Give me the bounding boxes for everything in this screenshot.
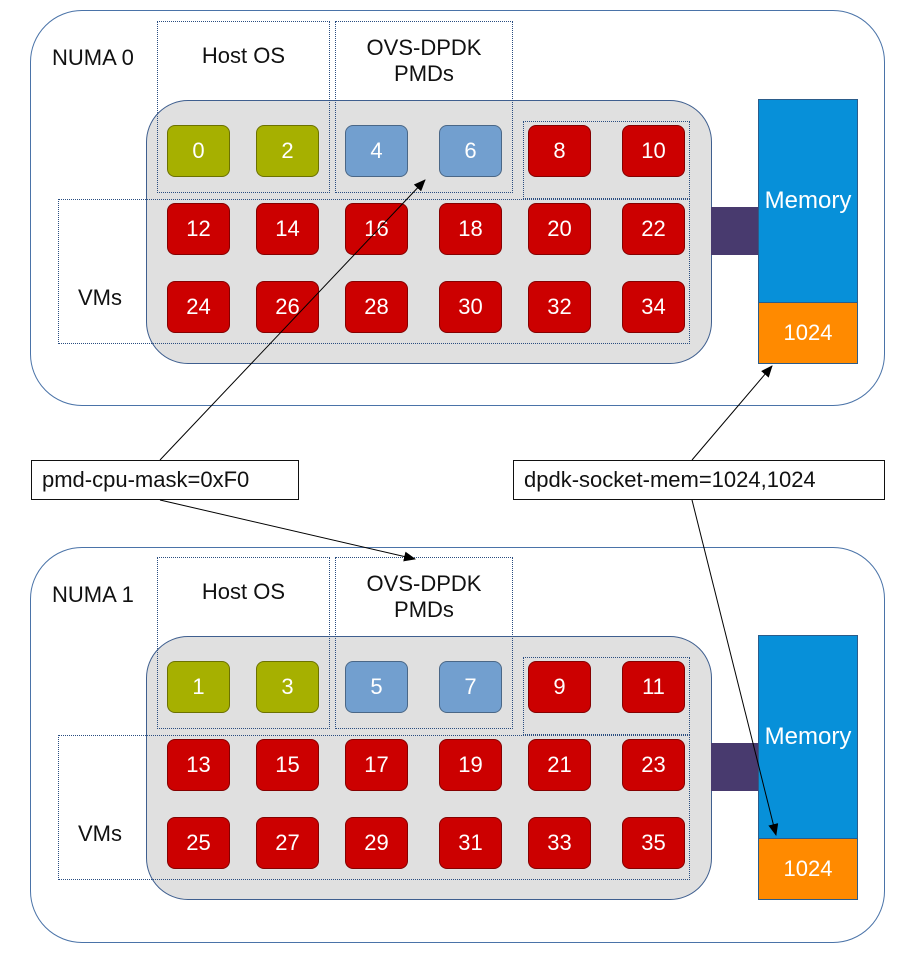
core-15: 15 [256, 739, 319, 791]
core-8: 8 [528, 125, 591, 177]
numa-0-reserved-memory: 1024 [758, 302, 858, 364]
pmd-cpu-mask-callout: pmd-cpu-mask=0xF0 [31, 460, 299, 500]
core-27: 27 [256, 817, 319, 869]
core-20: 20 [528, 203, 591, 255]
core-34: 34 [622, 281, 685, 333]
core-33: 33 [528, 817, 591, 869]
core-35: 35 [622, 817, 685, 869]
numa-1-pmd-group [335, 557, 513, 729]
core-3: 3 [256, 661, 319, 713]
numa-0-vms-label: VMs [78, 285, 122, 310]
core-12: 12 [167, 203, 230, 255]
core-7: 7 [439, 661, 502, 713]
core-24: 24 [167, 281, 230, 333]
numa-0-memory: Memory [758, 99, 858, 303]
numa-0-label: NUMA 0 [52, 45, 134, 70]
core-9: 9 [528, 661, 591, 713]
numa-1-memory: Memory [758, 635, 858, 839]
core-32: 32 [528, 281, 591, 333]
core-22: 22 [622, 203, 685, 255]
core-23: 23 [622, 739, 685, 791]
core-0: 0 [167, 125, 230, 177]
core-10: 10 [622, 125, 685, 177]
core-28: 28 [345, 281, 408, 333]
numa-1-memory-link [711, 743, 759, 791]
core-19: 19 [439, 739, 502, 791]
core-25: 25 [167, 817, 230, 869]
numa-1-pmd-label-line1: OVS-DPDK [366, 571, 482, 596]
numa-1-pmd-label-line2: PMDs [394, 597, 454, 622]
core-5: 5 [345, 661, 408, 713]
core-26: 26 [256, 281, 319, 333]
numa-1-vm-group-top [523, 657, 690, 735]
numa-1-cpu-area [146, 636, 712, 900]
core-17: 17 [345, 739, 408, 791]
core-18: 18 [439, 203, 502, 255]
numa-0-pmd-label-line1: OVS-DPDK [366, 35, 482, 60]
numa-1-reserved-memory: 1024 [758, 838, 858, 900]
core-6: 6 [439, 125, 502, 177]
core-31: 31 [439, 817, 502, 869]
numa-1-vms-label: VMs [78, 821, 122, 846]
core-1: 1 [167, 661, 230, 713]
core-11: 11 [622, 661, 685, 713]
core-2: 2 [256, 125, 319, 177]
numa-1-host-os-label: Host OS [201, 579, 286, 604]
core-14: 14 [256, 203, 319, 255]
numa-1-label: NUMA 1 [52, 582, 134, 607]
core-29: 29 [345, 817, 408, 869]
core-4: 4 [345, 125, 408, 177]
core-30: 30 [439, 281, 502, 333]
numa-1-vm-group-main [58, 735, 690, 880]
dpdk-socket-mem-callout: dpdk-socket-mem=1024,1024 [513, 460, 885, 500]
numa-0-host-os-label: Host OS [201, 43, 286, 68]
numa-0-memory-link [711, 207, 759, 255]
numa-0-vm-group-top [523, 121, 690, 199]
core-16: 16 [345, 203, 408, 255]
core-13: 13 [167, 739, 230, 791]
core-21: 21 [528, 739, 591, 791]
numa-0-pmd-label-line2: PMDs [394, 61, 454, 86]
